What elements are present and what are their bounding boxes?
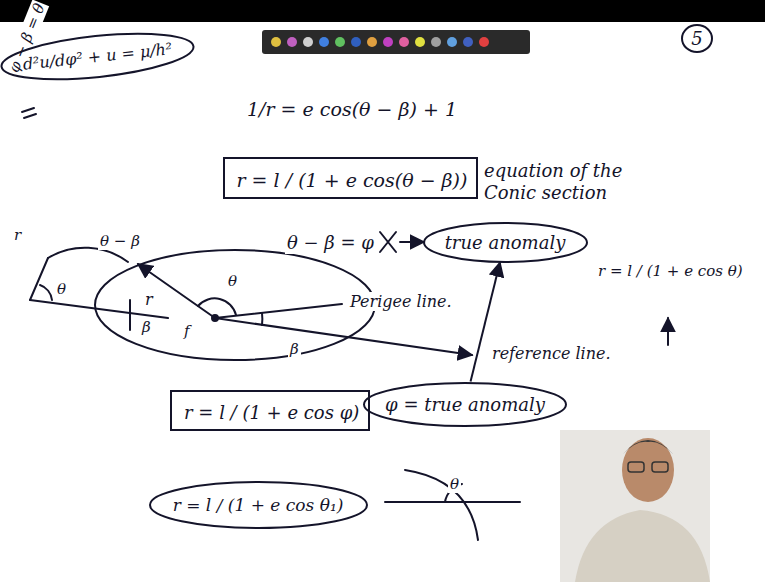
- angle-label: β: [140, 318, 153, 336]
- angle-label: θ: [55, 280, 68, 298]
- line-label: reference line.: [490, 344, 613, 363]
- equation-ellipse: r = l / (1 + e cos θ₁): [149, 481, 368, 529]
- connector-arrow: [471, 262, 500, 381]
- focus-label: f: [182, 322, 192, 340]
- term-ellipse: φ = true anomaly: [363, 382, 567, 427]
- equation-box: r = l / (1 + e cos(θ − β)): [223, 157, 478, 199]
- angle-label: θ − β: [98, 232, 142, 250]
- node-text: r = l / (1 + e cos φ): [184, 402, 356, 423]
- node-text: r = l / (1 + e cos θ₁): [173, 495, 344, 515]
- node-text: true anomaly: [445, 232, 566, 253]
- vector-label: r: [143, 290, 155, 309]
- equation-box: r = l / (1 + e cos φ): [170, 390, 370, 431]
- equation-text: r = l / (1 + e cos θ): [596, 262, 745, 280]
- line-label: Perigee line.: [348, 292, 454, 311]
- node-text: φ = true anomaly: [385, 394, 545, 415]
- angle-label: θ: [448, 475, 461, 493]
- vector-label: r: [12, 226, 23, 244]
- relation-note: θ − β = φ: [285, 232, 376, 254]
- node-text: r = l / (1 + e cos(θ − β)): [237, 169, 464, 191]
- top-bar: [0, 0, 765, 22]
- angle-label: θ: [226, 272, 239, 290]
- note-text: equation of the Conic section: [482, 160, 661, 203]
- angle-label: β: [288, 340, 301, 358]
- presenter-photo: [560, 430, 710, 582]
- page-number: 5: [681, 24, 713, 53]
- node-text: 5: [691, 28, 703, 49]
- toolbar: [262, 30, 530, 54]
- term-ellipse: true anomaly: [423, 222, 588, 263]
- equation-text: 1/r = e cos(θ − β) + 1: [245, 98, 459, 121]
